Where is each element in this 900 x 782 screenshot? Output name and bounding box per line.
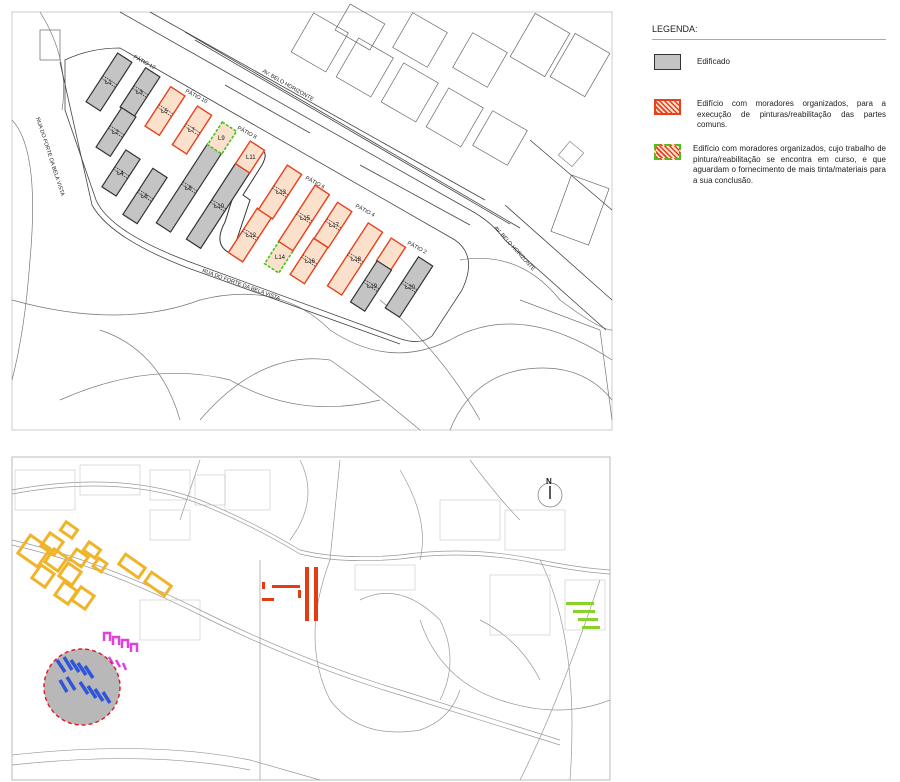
building-l6 xyxy=(122,167,168,225)
legend-item-em-curso: Edifício com moradores organizados, cujo… xyxy=(654,144,886,186)
building-label: L14 xyxy=(275,255,286,261)
building-l17 xyxy=(313,201,353,249)
building-footprint xyxy=(313,201,353,249)
building-l4 xyxy=(101,149,141,197)
building-label: L19 xyxy=(367,284,378,290)
building-label: L5 xyxy=(161,109,168,115)
legend-item-organizado: Edifício com moradores organizados, para… xyxy=(654,99,886,131)
legend-text: Edificado xyxy=(697,57,730,66)
building-divider xyxy=(109,125,125,136)
legend-text: Edifício com moradores organizados, cujo… xyxy=(693,144,886,185)
building-l19 xyxy=(349,259,393,313)
building-divider xyxy=(273,185,289,196)
building-divider xyxy=(401,282,416,293)
building-l13 xyxy=(257,164,303,220)
building-footprint xyxy=(277,184,331,252)
building-label: L13 xyxy=(276,190,287,196)
roads xyxy=(59,11,613,345)
legend-title: LEGENDA: xyxy=(652,24,886,40)
building-label: L10 xyxy=(214,204,225,210)
building-footprint xyxy=(257,164,303,220)
buildings-layer: L1L3L2L4L5L6L7L8L9L10L11L12L13L14L15L16L… xyxy=(85,52,434,319)
building-divider xyxy=(363,281,378,292)
building-l7 xyxy=(171,105,213,155)
building-footprint xyxy=(122,167,168,225)
building-footprint xyxy=(95,106,137,158)
legend-swatch-orange-hatch xyxy=(654,99,681,115)
building-footprint xyxy=(171,105,213,155)
building-l18 xyxy=(326,221,384,297)
building-divider xyxy=(114,166,130,177)
legend-text: Edifício com moradores organizados, para… xyxy=(697,99,886,129)
building-divider xyxy=(242,230,257,241)
building-divider xyxy=(158,104,174,115)
building-footprint xyxy=(349,259,393,313)
building-footprint xyxy=(326,221,384,297)
building-label: L20 xyxy=(405,285,416,291)
building-divider xyxy=(101,77,116,88)
building-footprint xyxy=(144,85,186,137)
building-divider xyxy=(211,199,227,210)
building-footprint xyxy=(234,140,266,174)
building-label: L8 xyxy=(185,186,192,192)
building-label: L2 xyxy=(112,130,119,136)
building-l20 xyxy=(384,255,434,319)
neighbourhood-buildings xyxy=(39,3,611,246)
building-divider xyxy=(326,218,342,229)
legend-swatch-gray xyxy=(654,54,681,70)
building-divider xyxy=(102,75,118,86)
building-label: L16 xyxy=(305,259,316,265)
building-divider xyxy=(325,220,340,231)
building-divider xyxy=(243,228,259,239)
building-divider xyxy=(348,252,364,263)
building-divider xyxy=(364,279,380,290)
building-l15 xyxy=(277,184,331,252)
building-divider xyxy=(296,213,311,224)
building-divider xyxy=(138,189,154,200)
building-l2 xyxy=(95,106,137,158)
building-divider xyxy=(402,280,418,291)
legend-swatch-green-dashed xyxy=(654,144,681,160)
building-label: L9 xyxy=(218,136,225,142)
building-divider xyxy=(301,256,316,267)
building-label: L3 xyxy=(136,90,143,96)
building-divider xyxy=(108,127,123,138)
building-divider xyxy=(181,183,196,194)
building-label: L15 xyxy=(300,216,311,222)
building-divider xyxy=(210,201,225,212)
building-divider xyxy=(182,181,198,192)
building-divider xyxy=(297,211,313,222)
building-footprint xyxy=(101,149,141,197)
building-divider xyxy=(302,254,318,265)
building-l1 xyxy=(85,52,133,112)
building-divider xyxy=(157,106,172,117)
building-divider xyxy=(272,187,287,198)
building-divider xyxy=(133,85,149,96)
building-label: L4 xyxy=(117,171,124,177)
building-divider xyxy=(184,125,199,136)
building-footprint xyxy=(384,255,434,319)
building-divider xyxy=(347,254,362,265)
building-divider xyxy=(185,123,201,134)
building-label: L1 xyxy=(105,80,112,86)
legend-item-edificado: Edificado xyxy=(654,54,886,70)
building-divider xyxy=(137,191,152,202)
building-footprint xyxy=(85,52,133,112)
building-label: L7 xyxy=(188,128,195,134)
building-l11 xyxy=(234,140,266,174)
legend: LEGENDA: Edificado Edifício com moradore… xyxy=(652,24,886,185)
building-divider xyxy=(132,87,147,98)
building-label: L18 xyxy=(351,257,362,263)
building-label: L12 xyxy=(246,233,257,239)
building-l5 xyxy=(144,85,186,137)
building-divider xyxy=(113,168,128,179)
building-label: L17 xyxy=(329,223,340,229)
building-label: L6 xyxy=(141,194,148,200)
building-label: L11 xyxy=(246,155,256,161)
